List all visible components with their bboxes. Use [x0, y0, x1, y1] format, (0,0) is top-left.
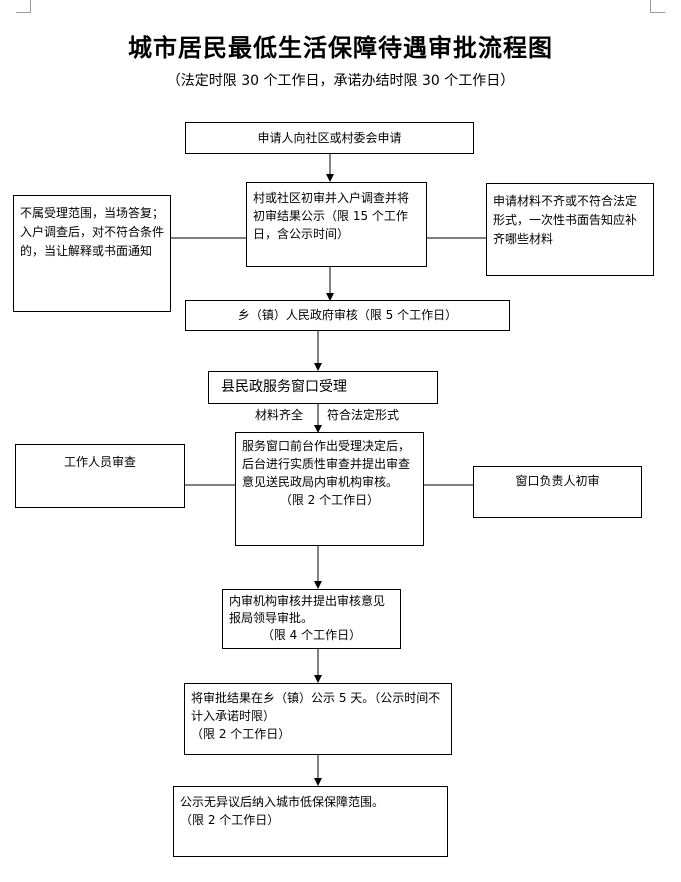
edge-label-materials: 材料齐全: [255, 408, 304, 422]
step-apply-text: 申请人向社区或村委会申请: [257, 131, 402, 145]
page-title: 城市居民最低生活保障待遇审批流程图: [128, 33, 553, 62]
step-internal-box: 内审机构审核并提出审核意见报局领导审批。 （限 4 个工作日）: [222, 589, 401, 649]
step-window-box: 县民政服务窗口受理: [208, 371, 438, 404]
step-backoffice-limit: （限 2 个工作日）: [279, 493, 380, 507]
step-final-text: 公示无异议后纳入城市低保保障范围。: [180, 795, 385, 809]
step-publicize-limit: （限 2 个工作日）: [191, 727, 291, 741]
step-backoffice-text: 服务窗口前台作出受理决定后，后台进行实质性审查并提出审查意见送民政局内审机构审核…: [242, 439, 411, 489]
page-corner-mark-left: [16, 0, 31, 13]
step-apply-box: 申请人向社区或村委会申请: [185, 122, 474, 154]
edge-label-legal-form: 符合法定形式: [327, 408, 400, 422]
step-township-text: 乡（镇）人民政府审核（限 5 个工作日）: [237, 308, 458, 322]
step-publicize-box: 将审批结果在乡（镇）公示 5 天。（公示时间不计入承诺时限） （限 2 个工作日…: [184, 683, 452, 755]
page-subtitle: （法定时限 30 个工作日，承诺办结时限 30 个工作日）: [166, 73, 515, 89]
step-publicize-text: 将审批结果在乡（镇）公示 5 天。（公示时间不计入承诺时限）: [191, 691, 441, 723]
step-township-box: 乡（镇）人民政府审核（限 5 个工作日）: [185, 300, 510, 331]
note-window-head-text: 窗口负责人初审: [515, 474, 600, 488]
step-final-limit: （限 2 个工作日）: [180, 813, 280, 827]
note-staff-review-box: 工作人员审查: [15, 444, 185, 508]
step-review-box: 村或社区初审并入户调查并将初审结果公示（限 15 个工作日，含公示时间）: [246, 182, 427, 267]
note-reject-text: 不属受理范围，当场答复；入户调查后，对不符合条件的，当让解释或书面通知: [20, 206, 165, 258]
page-corner-mark-right: [650, 0, 665, 13]
note-incomplete-text: 申请材料不齐或不符合法定形式，一次性书面告知应补齐哪些材料: [493, 194, 638, 246]
step-backoffice-box: 服务窗口前台作出受理决定后，后台进行实质性审查并提出审查意见送民政局内审机构审核…: [235, 432, 424, 546]
note-window-head-box: 窗口负责人初审: [473, 466, 642, 518]
note-incomplete-box: 申请材料不齐或不符合法定形式，一次性书面告知应补齐哪些材料: [486, 183, 654, 276]
step-review-text: 村或社区初审并入户调查并将初审结果公示（限 15 个工作日，含公示时间）: [253, 191, 410, 241]
step-internal-limit: （限 4 个工作日）: [261, 628, 362, 642]
step-final-box: 公示无异议后纳入城市低保保障范围。 （限 2 个工作日）: [173, 786, 448, 857]
note-reject-box: 不属受理范围，当场答复；入户调查后，对不符合条件的，当让解释或书面通知: [13, 195, 171, 312]
step-internal-text: 内审机构审核并提出审核意见报局领导审批。: [229, 594, 386, 625]
step-window-text: 县民政服务窗口受理: [221, 379, 347, 395]
note-staff-review-text: 工作人员审查: [63, 455, 136, 469]
